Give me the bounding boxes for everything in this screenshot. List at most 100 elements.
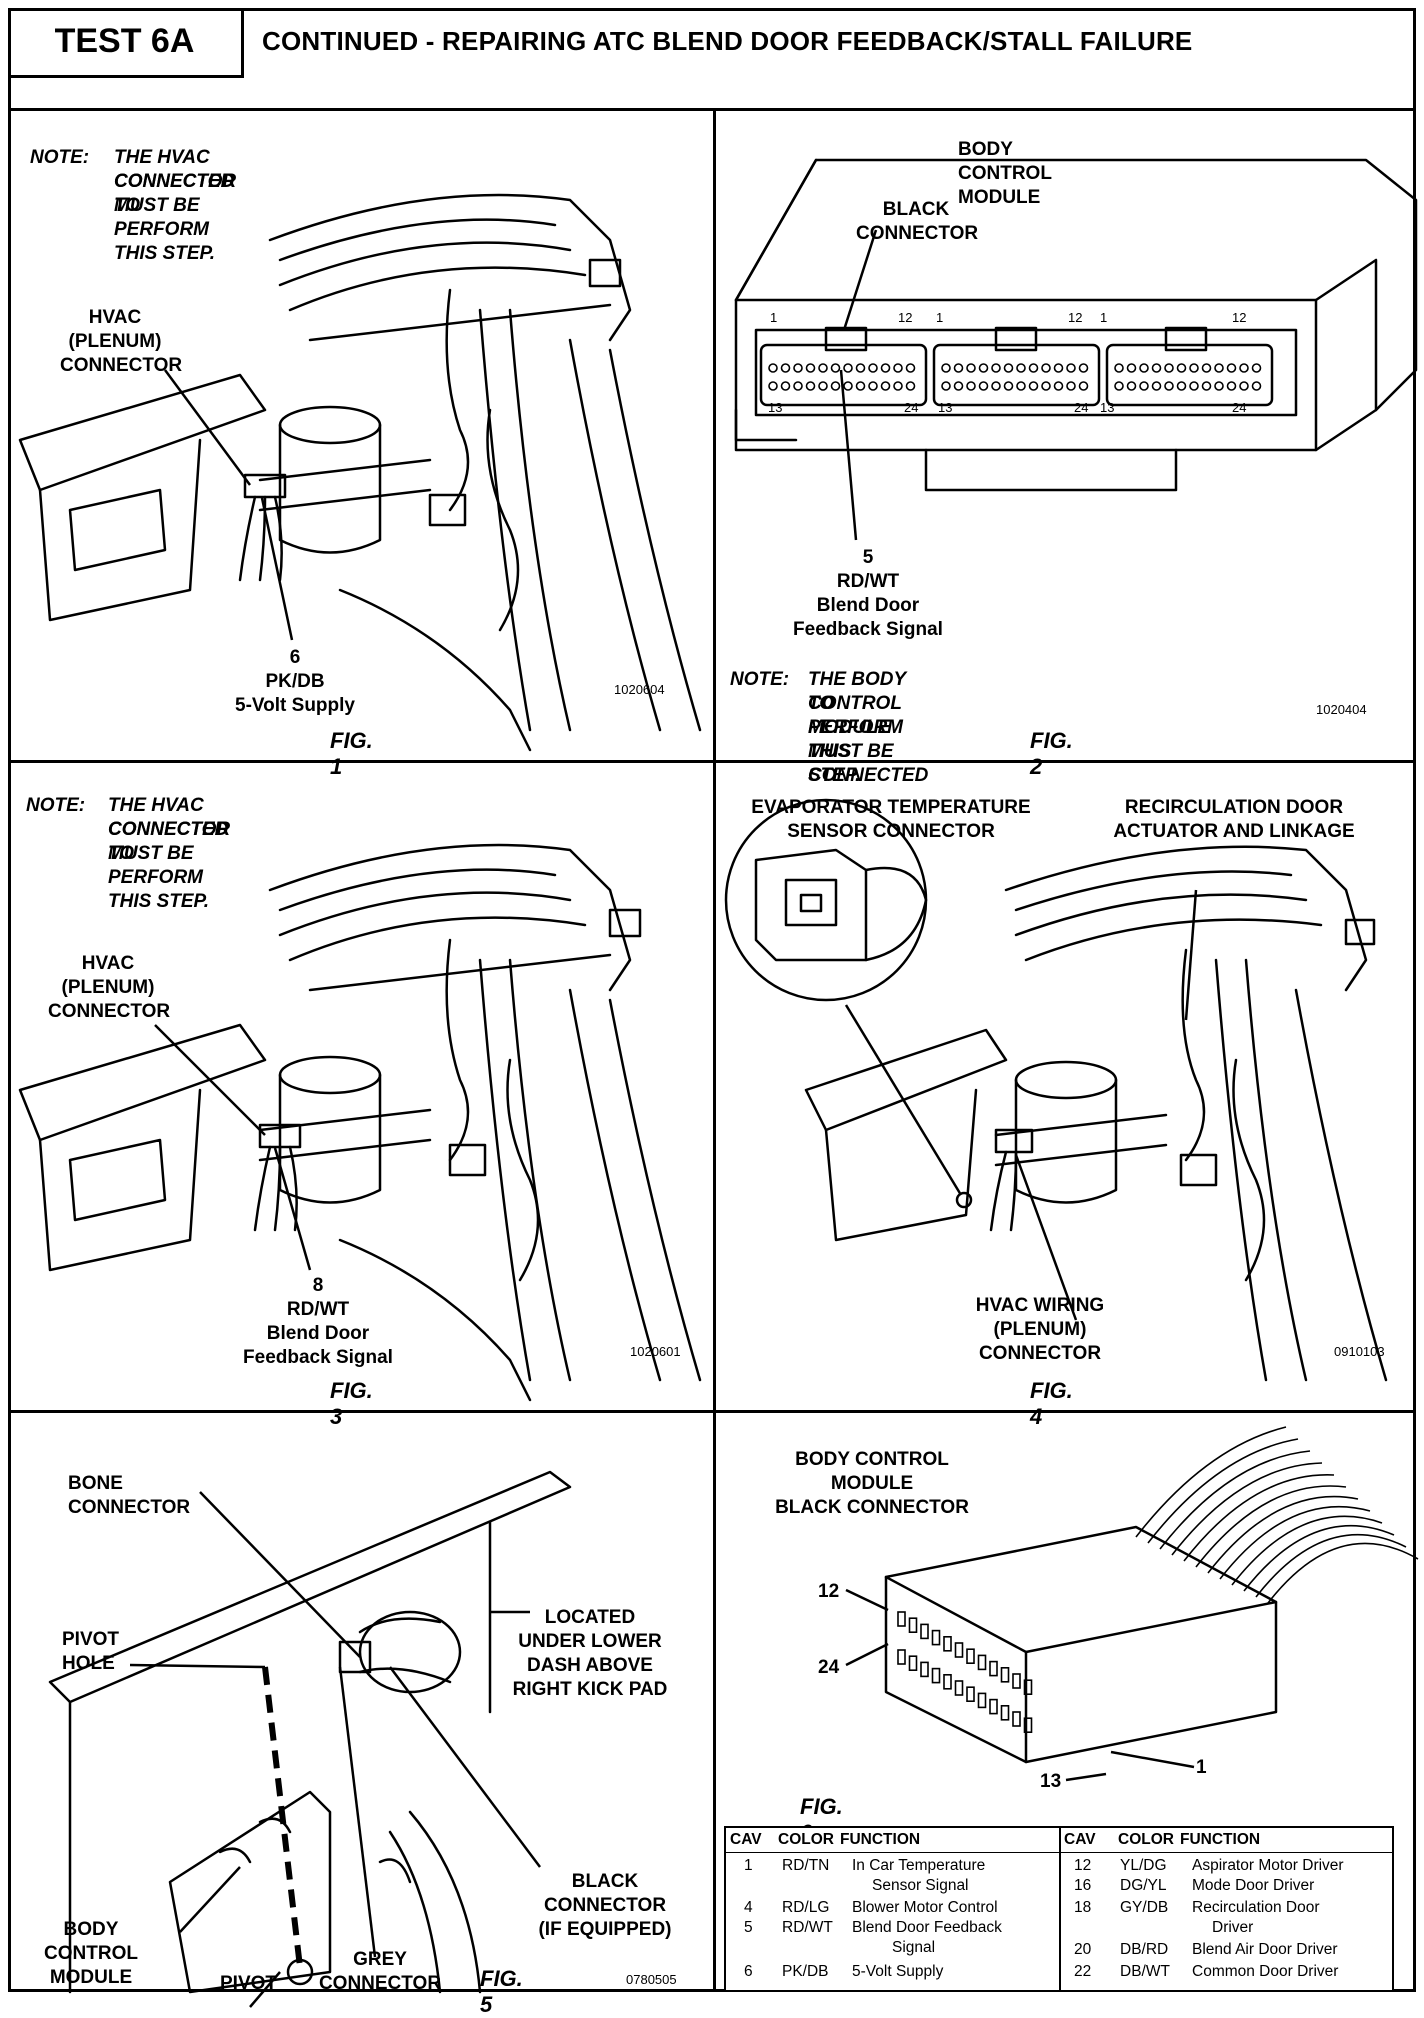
cavity [920, 1661, 929, 1678]
fig2-title: BODY CONTROL MODULE [958, 139, 1052, 208]
pin-hole [991, 363, 1001, 373]
pin-hole [1028, 381, 1039, 391]
row-divider-1 [8, 760, 1416, 763]
pin-hole [805, 363, 816, 373]
header-divider [8, 108, 1416, 111]
fig6-connector-drawing [845, 1426, 1419, 1782]
fig3-hvac-drawing [18, 843, 702, 1402]
fig6-pin-24: 24 [818, 1657, 840, 1678]
wire [1147, 1438, 1299, 1544]
fig5-located-line1: LOCATED [544, 1607, 636, 1628]
fig5-pivot-hole-line1: PIVOT [62, 1629, 120, 1650]
wire [1243, 1524, 1395, 1592]
wire [1219, 1505, 1371, 1580]
fig1-pin-function: 5-Volt Supply [235, 695, 355, 716]
pin-hole [880, 363, 891, 373]
cavity [897, 1649, 906, 1665]
fig6-left-color-3: RD/WT [782, 1919, 833, 1936]
pin-hole [905, 363, 916, 373]
fig6-title-line3: BLACK CONNECTOR [775, 1497, 969, 1518]
cavity [1023, 1717, 1033, 1734]
pin-hole [1114, 363, 1124, 373]
pin-hole [1251, 381, 1262, 391]
fig6-left-function-1: In Car Temperature [852, 1857, 986, 1874]
fig2-pin-12b: 12 [1068, 310, 1083, 325]
fig2-callout-line2: CONNECTOR [856, 223, 979, 244]
fig5-located-line3: DASH ABOVE [527, 1655, 653, 1676]
fig1-pin-number: 6 [289, 647, 301, 668]
cavity [989, 1660, 998, 1677]
fig3-pin-function2: Feedback Signal [243, 1347, 393, 1368]
fig4-callout-evap: EVAPORATOR TEMPERATURE SENSOR CONNECTOR [726, 796, 1056, 844]
fig6-title: BODY CONTROL MODULE BLACK CONNECTOR [752, 1448, 992, 1520]
fig6-left-function-1b: Sensor Signal [872, 1877, 969, 1894]
cavity [1012, 1711, 1021, 1727]
fig1-leaders [163, 369, 294, 641]
pin-hole [1201, 381, 1212, 391]
fig2-note-prefix: NOTE: [730, 669, 790, 690]
pin-hole [1078, 381, 1089, 391]
pin-hole [1214, 363, 1224, 373]
fig2-pin-24b: 24 [1074, 400, 1089, 415]
fig4-callout-evap-line2: SENSOR CONNECTOR [787, 821, 995, 842]
pin-hole [1139, 381, 1149, 391]
wire [1207, 1495, 1359, 1574]
pin-hole [1028, 363, 1039, 373]
pin-hole [1151, 381, 1162, 391]
fig6-right-cav-1: 12 [1074, 1857, 1092, 1874]
fig6-right-function-3: Recirculation Door [1192, 1899, 1320, 1916]
fig1-code: 1020604 [614, 682, 665, 697]
pin-hole [1139, 363, 1149, 373]
wire [1195, 1485, 1347, 1568]
fig3-callout-line2: (PLENUM) [61, 977, 155, 998]
column-divider [713, 108, 716, 1992]
page-title: CONTINUED - REPAIRING ATC BLEND DOOR FEE… [262, 26, 1193, 56]
pin-hole [1189, 363, 1199, 373]
cavity [977, 1654, 987, 1671]
cavity [954, 1642, 964, 1658]
fig6-title-line2: MODULE [830, 1473, 914, 1494]
fig6-right-color-5: DB/WT [1120, 1963, 1170, 1980]
pin-hole [1251, 363, 1262, 373]
pin-hole [953, 363, 964, 373]
pin-hole [1114, 381, 1124, 391]
cavity [920, 1623, 929, 1640]
page-frame [8, 8, 1416, 1992]
fig6-right-function-2: Mode Door Driver [1192, 1877, 1315, 1894]
pin-hole [1041, 381, 1051, 391]
fig2-pin-color: RD/WT [836, 571, 900, 592]
fig2-pin-1b: 1 [936, 310, 944, 325]
pin-hole [941, 381, 951, 391]
pin-hole [966, 381, 976, 391]
fig1-caption: FIG. 1 [330, 728, 373, 779]
fig6-table-divider [1059, 1828, 1061, 1990]
fig2-pin-holes [768, 363, 1262, 391]
fig6-right-color-3: GY/DB [1120, 1899, 1169, 1916]
pin-hole [1176, 381, 1187, 391]
fig2-pin-12a: 12 [898, 310, 913, 325]
pin-hole [1003, 363, 1014, 373]
pin-hole [953, 381, 964, 391]
fig4-callout-recirc-line1: RECIRCULATION DOOR [1124, 797, 1344, 818]
pin-hole [1078, 363, 1089, 373]
fig5-bcm-line2: CONTROL [44, 1943, 138, 1964]
fig1-callout-line1: HVAC [88, 307, 142, 328]
fig5-pivot-label: PIVOT [220, 1973, 278, 1994]
pin-hole [893, 363, 903, 373]
fig1-note-line1: THE HVAC CONNECTOR MUST BE [114, 147, 237, 216]
pin-hole [966, 363, 976, 373]
pin-hole [1053, 363, 1064, 373]
fig6-left-color-1: RD/TN [782, 1857, 830, 1874]
pin-hole [793, 381, 803, 391]
fig4-drawing [724, 798, 1388, 1382]
fig6-pin-1: 1 [1196, 1757, 1207, 1778]
fig3-note-line1: THE HVAC CONNECTOR MUST BE [108, 795, 231, 864]
fig1-note-prefix: NOTE: [30, 147, 90, 168]
fig6-right-cav-4: 20 [1074, 1941, 1092, 1958]
fig5-grey-line2: CONNECTOR [318, 1973, 442, 1994]
pin-hole [855, 363, 866, 373]
cavity [897, 1611, 906, 1627]
fig6-wire-bundle [1135, 1426, 1419, 1604]
pin-hole [893, 381, 903, 391]
pin-hole [1066, 363, 1076, 373]
